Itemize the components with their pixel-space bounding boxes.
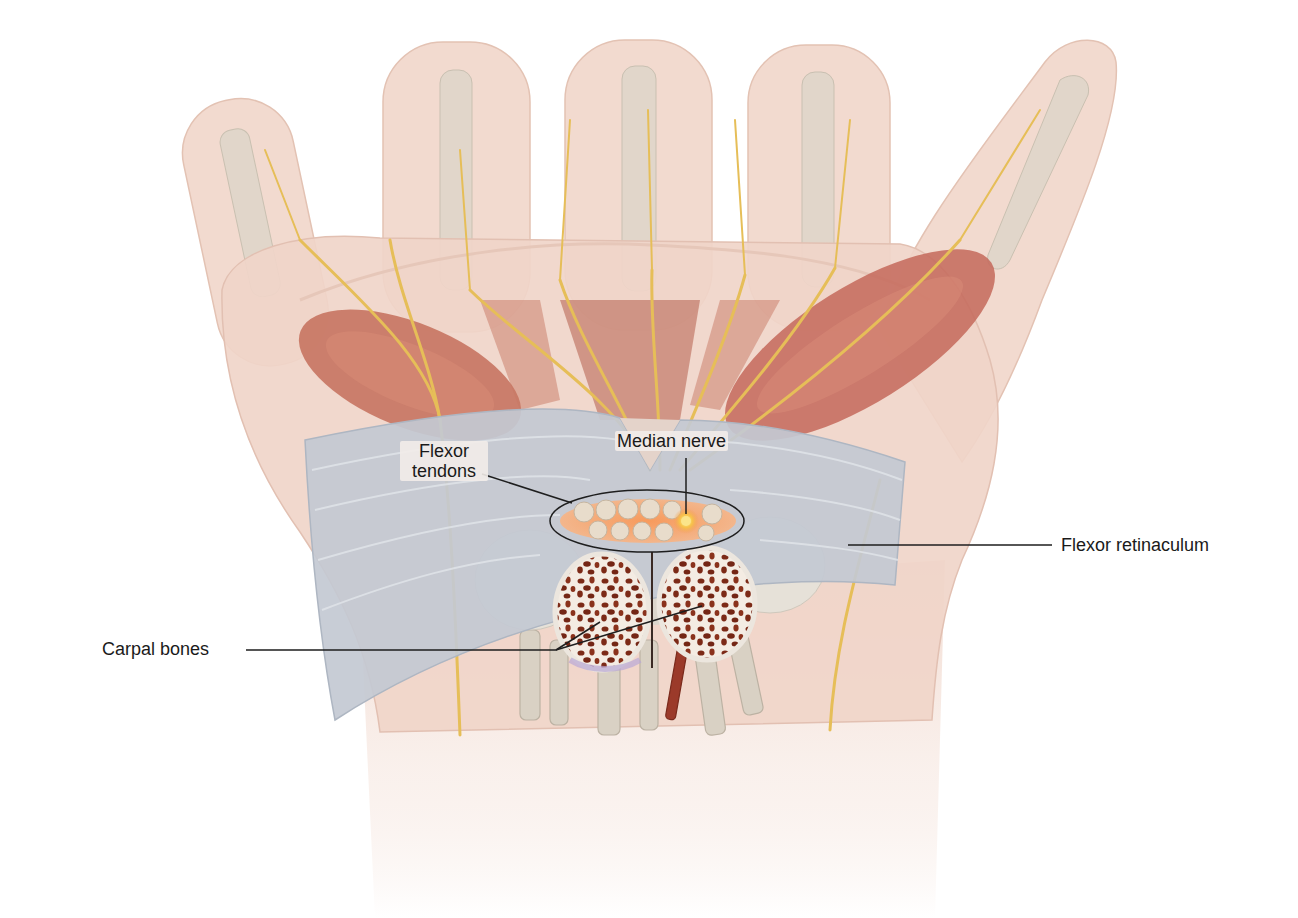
leader-lines (685, 458, 687, 514)
callout-label: Flexor tendons (400, 441, 488, 481)
carpal-tunnel (702, 504, 722, 524)
leader-lines (246, 458, 1052, 650)
nerves (835, 120, 850, 268)
carpal-bone-sections (555, 548, 755, 670)
nerves (560, 120, 570, 280)
flexor-retinaculum (318, 515, 560, 560)
nerves (265, 110, 1040, 735)
carpal-tunnel (640, 499, 660, 519)
carpal-tunnel (655, 523, 673, 541)
leader-lines (550, 490, 744, 552)
flexor-retinaculum (315, 476, 590, 510)
palm (222, 236, 998, 732)
flexor-retinaculum (305, 409, 905, 720)
nerves (265, 150, 300, 240)
carpal-tunnel (681, 516, 691, 526)
leader-lines (246, 606, 702, 650)
carpal-tunnel (618, 499, 638, 519)
leader-lines (556, 622, 600, 650)
callout-label: Carpal bones (102, 639, 209, 659)
forearm-tendons (550, 640, 568, 725)
leader-lines (848, 544, 1052, 546)
carpal-bone-sections (555, 554, 649, 670)
flexor-retinaculum (730, 490, 900, 520)
nerves (390, 240, 440, 420)
palm-muscles (742, 256, 977, 434)
nerves (648, 110, 652, 270)
palm-muscles (560, 300, 700, 420)
nerves (735, 120, 745, 275)
nerves (460, 150, 470, 290)
carpal-tunnel (611, 522, 629, 540)
flexor-retinaculum (305, 409, 905, 720)
nerves (960, 110, 1040, 240)
callout-label: Flexor retinaculum (1061, 535, 1209, 555)
carpal-bone-sections (659, 548, 755, 660)
flexor-retinaculum (700, 440, 902, 480)
flexor-retinaculum (760, 540, 898, 560)
carpal-tunnel (633, 522, 651, 540)
leader-lines (482, 474, 572, 503)
carpal-tunnel (596, 500, 616, 520)
carpal-tunnel (589, 521, 607, 539)
carpal-tunnel (560, 499, 736, 543)
carpal-tunnel (560, 499, 736, 543)
palm (222, 236, 998, 732)
forearm-tendons (520, 630, 540, 720)
palm (300, 244, 930, 300)
flexor-retinaculum (322, 555, 540, 610)
carpal-tunnel (574, 502, 594, 522)
carpal-tunnel (574, 499, 722, 541)
carpal-tunnel (698, 525, 714, 541)
carpal-bone-sections (570, 660, 640, 669)
callout-label: Median nerve (615, 431, 728, 451)
forearm-tendons (640, 640, 658, 730)
carpal-bone-sections (651, 552, 653, 668)
